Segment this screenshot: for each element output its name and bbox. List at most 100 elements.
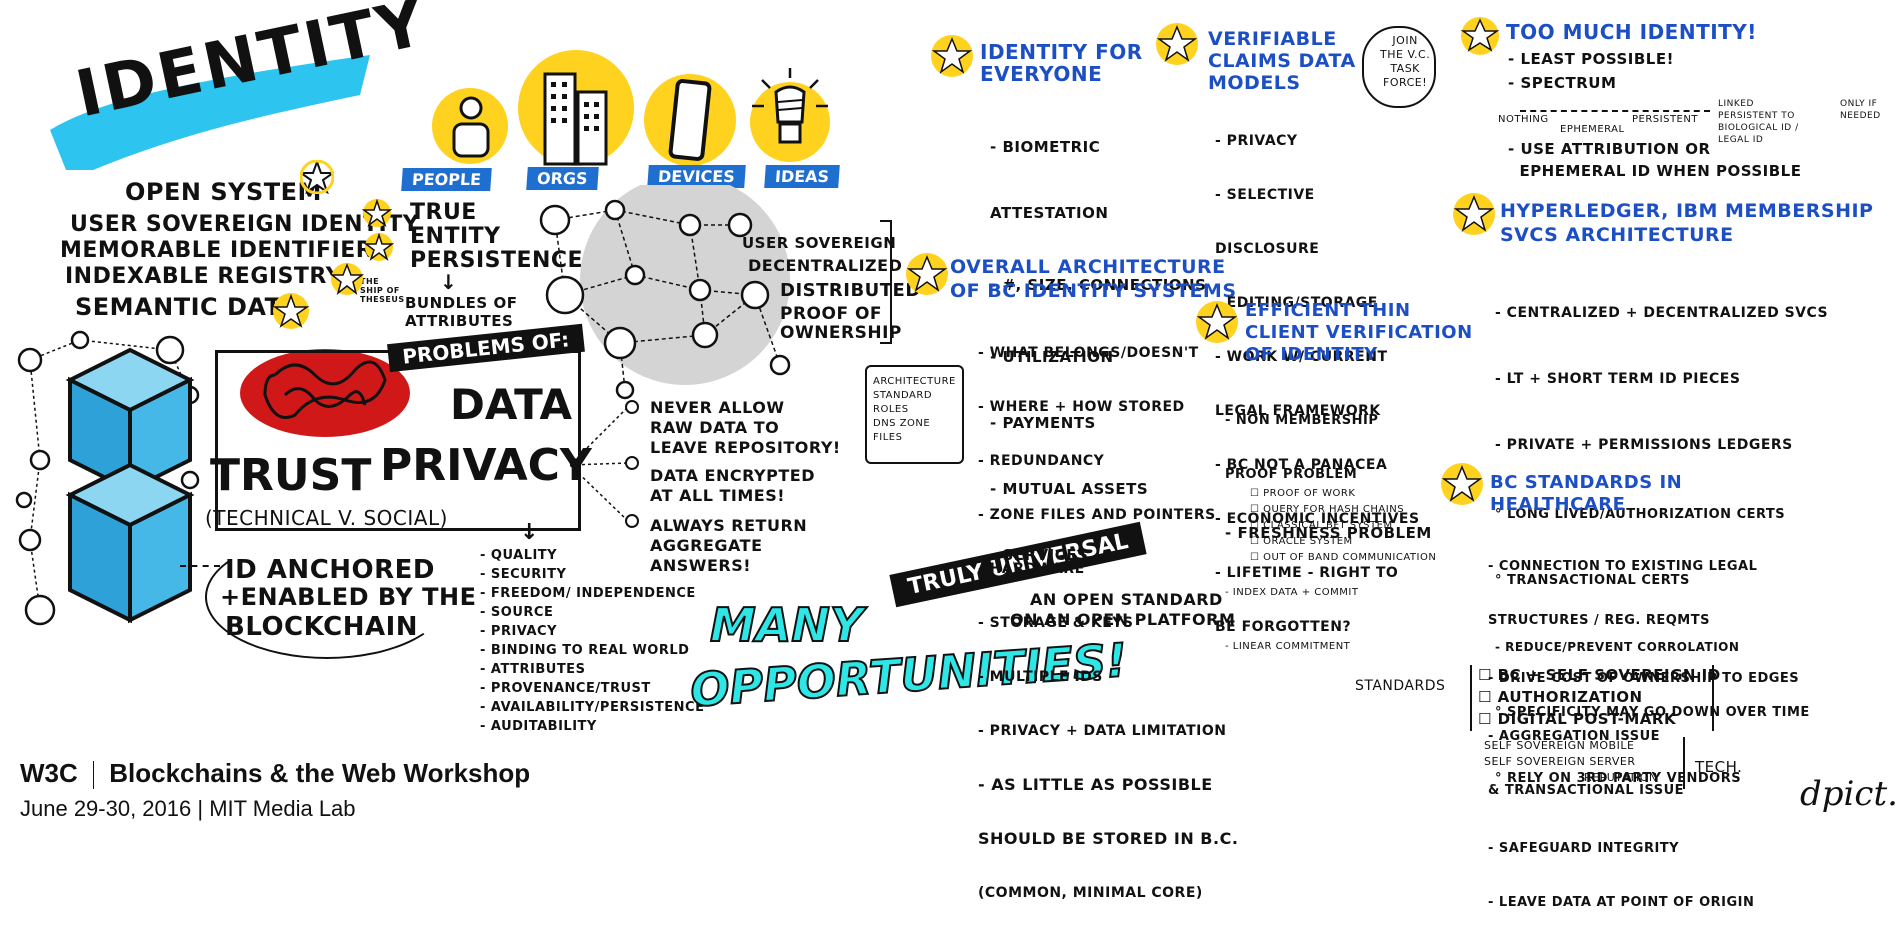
- list-item: - QUALITY: [480, 548, 558, 563]
- efficient-title-3: of IDENTITY: [1245, 344, 1378, 365]
- rule-2a: DATA ENCRYPTED: [650, 466, 815, 485]
- list-item: ☐ DIGITAL POST-MARK: [1478, 710, 1677, 728]
- workshop-name: Blockchains & the Web Workshop: [109, 758, 531, 788]
- attributes-list: - QUALITY - SECURITY - FREEDOM/ INDEPEND…: [480, 546, 704, 736]
- list-item: - INDEX DATA + COMMIT: [1225, 587, 1359, 598]
- lightbulb-icon: [752, 68, 828, 144]
- verifiable-title-2: CLAIMS DATA: [1208, 50, 1356, 72]
- list-item: the V.C.: [1380, 48, 1431, 61]
- tech-label: TECH.: [1695, 758, 1743, 776]
- list-item: SELF SOVEREIGN SERVER: [1484, 755, 1636, 768]
- tech-bracket: [1478, 737, 1685, 789]
- join-bubble-text: JOIN the V.C. TASK FORCE!: [1380, 34, 1430, 90]
- down-arrow-icon: ↓: [520, 520, 539, 545]
- efficient-title-1: EFFICIENT THIN: [1245, 300, 1411, 321]
- too-much-title: TOO MUCH IDENTITY!: [1506, 20, 1757, 44]
- checkbox-icon: ☐: [1250, 504, 1264, 515]
- list-item: - FREEDOM/ INDEPENDENCE: [480, 586, 696, 601]
- red-scribble: [240, 349, 410, 437]
- list-item: - BINDING to REAL WORLD: [480, 643, 690, 658]
- rule-3b: AGGREGATE: [650, 536, 763, 555]
- identity-brush-stroke: [50, 55, 370, 170]
- list-item: - LEAVE DATA at POINT of ORIGIN: [1488, 895, 1755, 910]
- identity-everyone-title-2: EVERYONE: [980, 62, 1103, 86]
- list-item: - LT + SHORT TERM ID PIECES: [1495, 371, 1741, 387]
- rule-2b: at ALL TIMES!: [650, 486, 786, 505]
- list-item: - DRIVE COST of OWNERSHIP to EDGES: [1488, 671, 1800, 686]
- list-item: ° LONG LIVED/AUTHORIZATION CERTS: [1495, 507, 1786, 522]
- star-icon: [1460, 16, 1500, 60]
- list-item: ° RELY ON 3RD PARTY VENDORS: [1495, 771, 1742, 786]
- person-icon: [452, 96, 490, 158]
- list-item: - REDUNDANCY: [978, 453, 1105, 469]
- blockchain-cubes: [15, 330, 200, 626]
- list-item: - FRESHNESS PROBLEM: [1225, 524, 1432, 542]
- list-item: - AS LITTLE AS POSSIBLE: [978, 775, 1213, 794]
- arch-bubble: [865, 365, 964, 464]
- healthcare-title-2: HEALTHCARE: [1490, 494, 1626, 515]
- rule-3c: ANSWERS!: [650, 556, 752, 575]
- hyperledger-title-2: SVCS ARCHITECTURE: [1500, 224, 1734, 246]
- open-standard-line-2: on an OPEN PLATFORM: [1010, 610, 1236, 629]
- star-icon: [297, 159, 337, 198]
- rule-3a: ALWAYS RETURN: [650, 516, 808, 535]
- least-possible: - LEAST POSSIBLE!: [1508, 50, 1674, 68]
- list-item: LEGAL FRAMEWORK: [1215, 403, 1381, 419]
- list-item: ☐ QUERY for HASH CHAINS: [1250, 504, 1405, 515]
- star-icon: [1155, 22, 1199, 70]
- use-attribution-1: - USE ATTRIBUTION OR: [1508, 140, 1711, 158]
- list-item: - SAFEGUARD INTEGRITY: [1488, 841, 1680, 856]
- spectrum: - SPECTRUM: [1508, 74, 1617, 92]
- list-item: BE FORGOTTEN?: [1215, 619, 1352, 635]
- join-bubble: [1362, 26, 1436, 108]
- dash-connector: [180, 565, 220, 567]
- list-item: PROOF PROBLEM: [1225, 467, 1358, 482]
- phone-icon: [668, 79, 712, 161]
- network-diagram: [539, 185, 791, 400]
- star-icon: [363, 232, 395, 266]
- list-item: (COMMON, MINIMAL CORE): [978, 885, 1203, 901]
- rule-1a: NEVER ALLOW: [650, 398, 785, 417]
- list-item: - AGGREGATION ISSUE: [1488, 729, 1661, 744]
- verifiable-title-1: VERIFIABLE: [1208, 28, 1337, 50]
- list-item: SELF SOVEREIGN MOBILE: [1484, 739, 1635, 752]
- open-system-label: OPEN SYSTEM: [125, 178, 322, 206]
- star-icon: [905, 252, 949, 300]
- list-item: - MULTIPLE IDs: [978, 669, 1103, 685]
- checkbox-icon: ☐: [1250, 552, 1264, 563]
- checkbox-icon: ☐: [1478, 666, 1498, 684]
- title-divider: [93, 761, 95, 790]
- anchored-line-2: +ENABLED BY the: [220, 583, 477, 611]
- list-item: - WHAT BELONGS/DOESN'T: [978, 345, 1199, 361]
- star-icon: [930, 34, 974, 82]
- identity-everyone-title-1: IDENTITY for: [980, 40, 1143, 64]
- data-label: DATA: [450, 380, 573, 429]
- standards-bracket: [1470, 665, 1714, 731]
- list-item: - PAYMENTS: [990, 414, 1096, 432]
- checkbox-icon: ☐: [1250, 536, 1264, 547]
- anchored-outline: [205, 535, 449, 659]
- star-icon: [361, 198, 393, 232]
- list-item: ☐ BC + SELF SOVEREIGN ID: [1478, 666, 1721, 684]
- spectrum-nothing: NOTHING: [1498, 114, 1549, 125]
- list-item: - WHERE + HOW STORED: [978, 399, 1185, 415]
- list-item: STRUCTURES / REG. REQMTS: [1488, 613, 1710, 628]
- trust-label: TRUST: [210, 450, 372, 501]
- list-item: SHOULD BE STORED in B.C.: [978, 829, 1239, 848]
- network-label-decentralized: DECENTRALIZED: [748, 256, 903, 275]
- checkbox-icon: ☐: [1478, 688, 1498, 706]
- list-item: ☐ OUT of BAND COMMUNICATION: [1250, 552, 1437, 563]
- overall-arch-title-1: OVERALL ARCHITECTURE: [950, 256, 1226, 278]
- data-rules-connectors: [570, 400, 639, 528]
- persistence-label: PERSISTENCE: [410, 248, 584, 273]
- list-item: - SELECTIVE: [1215, 187, 1315, 203]
- list-item: - STORAGE & KEYS: [978, 615, 1134, 631]
- verifiable-list: - PRIVACY - SELECTIVE DISCLOSURE - EDITI…: [1215, 96, 1420, 654]
- list-item: - PRIVACY: [1215, 133, 1298, 149]
- overall-arch-list: - WHAT BELONGS/DOESN'T - WHERE + HOW STO…: [978, 308, 1238, 920]
- list-item: ARCHITECTURE: [873, 376, 956, 387]
- dpict-logo: dpict.: [1800, 774, 1898, 814]
- list-item: - SERVICES: [990, 546, 1089, 564]
- list-item: - PRIVACY + DATA LIMITATION: [978, 723, 1227, 739]
- checkbox-icon: ☐: [1478, 710, 1498, 728]
